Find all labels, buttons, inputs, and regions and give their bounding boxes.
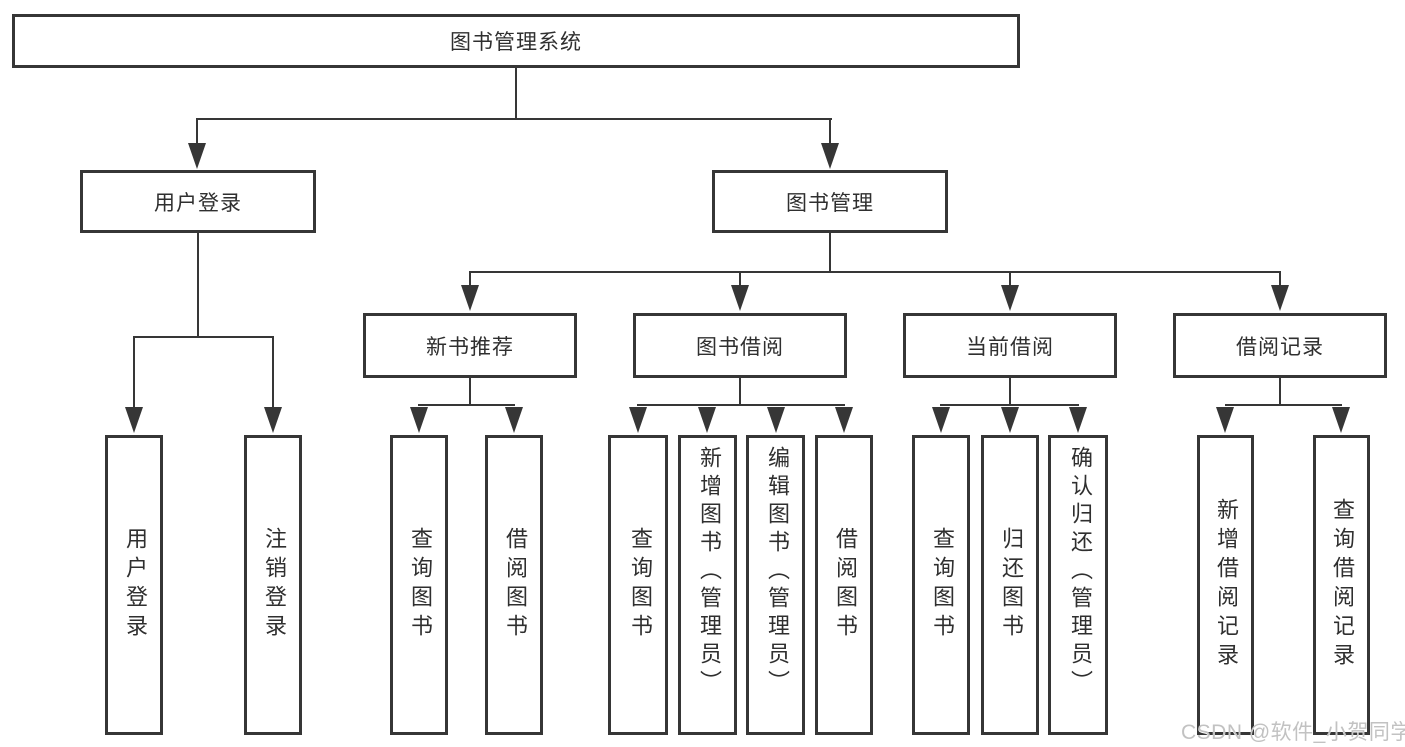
node-new-book-recommend: 新书推荐 (363, 313, 577, 378)
node-borrowing-records: 借阅记录 (1173, 313, 1387, 378)
arrow-down-icon (1332, 407, 1350, 433)
connector-line (272, 336, 274, 407)
arrow-down-icon (821, 143, 839, 169)
node-label: 用户登录 (154, 191, 242, 215)
leaf-user-login: 用户登录 (105, 435, 163, 735)
node-user-login: 用户登录 (80, 170, 316, 233)
node-label: 图书管理系统 (450, 31, 582, 54)
arrow-down-icon (767, 407, 785, 433)
arrow-down-icon (698, 407, 716, 433)
leaf-confirm-return-admin: 确认归还（管理员） (1048, 435, 1108, 735)
arrow-down-icon (835, 407, 853, 433)
arrow-down-icon (1001, 407, 1019, 433)
connector-line (739, 271, 741, 287)
arrow-down-icon (731, 285, 749, 311)
node-label: 借阅记录 (1236, 335, 1324, 359)
leaf-query-books-current: 查询图书 (912, 435, 970, 735)
connector-line (196, 118, 832, 120)
connector-line (418, 404, 515, 406)
connector-line (515, 68, 517, 119)
leaf-add-books-admin: 新增图书（管理员） (678, 435, 737, 735)
connector-line (133, 336, 135, 407)
connector-line (829, 233, 831, 273)
connector-line (133, 336, 274, 338)
leaf-query-borrow-record: 查询借阅记录 (1313, 435, 1370, 735)
arrow-down-icon (264, 407, 282, 433)
node-label: 新书推荐 (426, 335, 514, 359)
arrow-down-icon (1001, 285, 1019, 311)
node-book-borrowing: 图书借阅 (633, 313, 847, 378)
node-label: 图书借阅 (696, 335, 784, 359)
connector-line (1009, 271, 1011, 287)
connector-line (197, 233, 199, 338)
connector-line (940, 404, 1079, 406)
arrow-down-icon (629, 407, 647, 433)
arrow-down-icon (461, 285, 479, 311)
connector-line (739, 378, 741, 406)
arrow-down-icon (1216, 407, 1234, 433)
leaf-borrow-books: 借阅图书 (815, 435, 873, 735)
arrow-down-icon (1069, 407, 1087, 433)
connector-line (1279, 378, 1281, 406)
connector-line (637, 404, 845, 406)
leaf-add-borrow-record: 新增借阅记录 (1197, 435, 1254, 735)
connector-line (469, 271, 471, 287)
arrow-down-icon (932, 407, 950, 433)
connector-line (1009, 378, 1011, 406)
arrow-down-icon (188, 143, 206, 169)
connector-line (469, 378, 471, 406)
connector-line (1279, 271, 1281, 287)
node-label: 当前借阅 (966, 335, 1054, 359)
connector-line (1225, 404, 1342, 406)
leaf-edit-books-admin: 编辑图书（管理员） (746, 435, 805, 735)
connector-line (829, 118, 831, 146)
arrow-down-icon (1271, 285, 1289, 311)
leaf-query-books-borrow: 查询图书 (608, 435, 668, 735)
node-library-system: 图书管理系统 (12, 14, 1020, 68)
arrow-down-icon (505, 407, 523, 433)
leaf-query-books-recommend: 查询图书 (390, 435, 448, 735)
connector-line (196, 118, 198, 146)
arrow-down-icon (125, 407, 143, 433)
arrow-down-icon (410, 407, 428, 433)
node-book-management: 图书管理 (712, 170, 948, 233)
csdn-watermark: CSDN @软件_小贺同学 (1181, 721, 1405, 744)
leaf-borrow-books-recommend: 借阅图书 (485, 435, 543, 735)
node-label: 图书管理 (786, 191, 874, 215)
node-current-borrowing: 当前借阅 (903, 313, 1117, 378)
leaf-logout: 注销登录 (244, 435, 302, 735)
leaf-return-books: 归还图书 (981, 435, 1039, 735)
connector-line (469, 271, 1281, 273)
